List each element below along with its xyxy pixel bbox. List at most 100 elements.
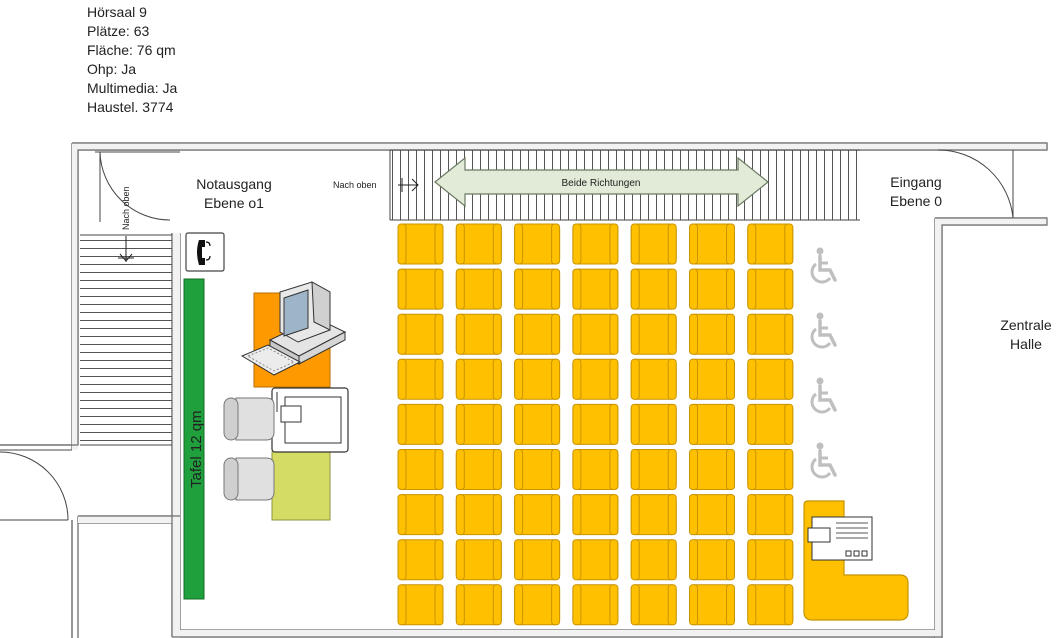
seat <box>397 268 444 310</box>
fax-machine-icon <box>807 516 873 561</box>
seat <box>397 539 444 581</box>
seat <box>689 358 735 400</box>
seat <box>397 584 444 626</box>
seat <box>514 584 561 626</box>
room-info: Hörsaal 9 Plätze: 63 Fläche: 76 qm Ohp: … <box>87 3 177 117</box>
hall-label-line2: Halle <box>1010 336 1042 352</box>
seat <box>747 403 794 445</box>
seat <box>747 584 794 626</box>
seat <box>747 358 794 400</box>
seat <box>689 584 735 626</box>
room-seats: Plätze: 63 <box>87 23 150 39</box>
seat <box>455 358 502 400</box>
entrance-label-line2: Ebene 0 <box>890 193 942 209</box>
seat <box>455 403 502 445</box>
seat <box>514 403 561 445</box>
seat <box>514 449 561 490</box>
desk-green <box>271 451 331 521</box>
stairs-up-top-label: Nach oben <box>333 180 377 190</box>
emergency-exit-label-line2: Ebene o1 <box>204 195 264 211</box>
seat <box>747 268 794 310</box>
seat <box>572 539 619 581</box>
wheelchair-icon <box>810 442 837 479</box>
stairs-up-side-arrow-icon <box>118 236 134 262</box>
seating-area <box>397 223 794 626</box>
entrance-label-line1: Eingang <box>890 174 941 190</box>
seat <box>572 449 619 490</box>
seat <box>630 539 677 581</box>
both-directions-label: Beide Richtungen <box>562 178 641 189</box>
seat <box>572 223 619 265</box>
room-ohp: Ohp: Ja <box>87 61 137 77</box>
seat <box>572 313 619 355</box>
seat <box>397 358 444 400</box>
seat <box>747 223 794 265</box>
seat <box>689 539 735 581</box>
door-lower-left <box>0 451 69 521</box>
seat <box>630 584 677 626</box>
seat <box>572 403 619 445</box>
room-phone: Haustel. 3774 <box>87 99 174 115</box>
seat <box>689 268 735 310</box>
wheelchair-icon <box>810 247 837 284</box>
both-directions-arrow <box>434 156 769 208</box>
seat <box>514 358 561 400</box>
seat <box>572 358 619 400</box>
seat <box>689 403 735 445</box>
seat <box>572 268 619 310</box>
wall-stair-fill <box>78 516 172 523</box>
seat <box>689 449 735 490</box>
seat <box>630 313 677 355</box>
board-label: Tafel 12 qm <box>188 410 205 488</box>
seat <box>747 313 794 355</box>
seat <box>397 494 444 536</box>
seat <box>630 494 677 536</box>
seat <box>630 403 677 445</box>
seat <box>455 223 502 265</box>
seat <box>630 223 677 265</box>
seat <box>514 494 561 536</box>
door-emergency <box>99 151 171 222</box>
chair-icon-2 <box>223 457 275 501</box>
seat <box>747 539 794 581</box>
seat <box>455 449 502 490</box>
wall-entrance-fill <box>935 218 1047 225</box>
seat <box>397 313 444 355</box>
seat <box>630 449 677 490</box>
projector-icon <box>271 387 349 453</box>
seat <box>689 223 735 265</box>
seat <box>455 494 502 536</box>
stairs-up-side-label: Nach oben <box>121 186 131 230</box>
seat <box>455 313 502 355</box>
seat <box>689 494 735 536</box>
seat <box>747 494 794 536</box>
room-multimedia: Multimedia: Ja <box>87 80 178 96</box>
door-entrance <box>937 149 1014 219</box>
room-name: Hörsaal 9 <box>87 4 147 20</box>
seat <box>572 494 619 536</box>
wall-bottom-fill <box>180 630 942 637</box>
wall-right-fill <box>935 225 942 638</box>
phone-icon <box>185 232 225 272</box>
wall-left-fill <box>172 233 180 637</box>
seat <box>514 268 561 310</box>
seat <box>514 313 561 355</box>
seat <box>397 449 444 490</box>
seat <box>455 268 502 310</box>
seat <box>514 539 561 581</box>
seat <box>455 539 502 581</box>
seat <box>689 313 735 355</box>
wheelchair-area <box>810 247 837 479</box>
seat <box>455 584 502 626</box>
wheelchair-icon <box>810 377 837 414</box>
seat <box>630 268 677 310</box>
wheelchair-icon <box>810 312 837 349</box>
room-area: Fläche: 76 qm <box>87 42 176 58</box>
stairs-up-top-arrow-icon <box>398 178 419 192</box>
seat <box>397 223 444 265</box>
wall-top-fill <box>72 143 1047 150</box>
seat <box>397 403 444 445</box>
hall-label-line1: Zentrale <box>1000 317 1052 333</box>
seat <box>630 358 677 400</box>
